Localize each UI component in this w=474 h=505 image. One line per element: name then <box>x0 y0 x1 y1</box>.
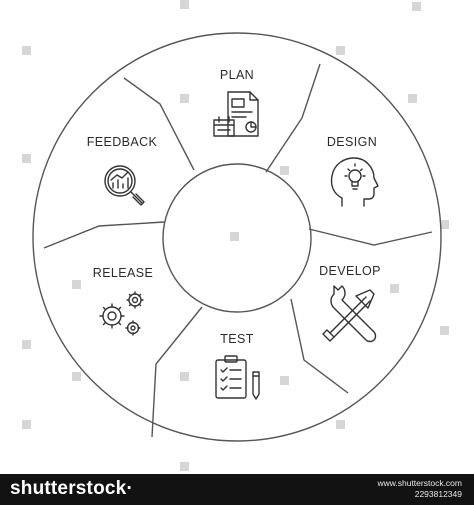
brand-dot: · <box>126 478 133 499</box>
segment-label-design: DESIGN <box>327 135 377 149</box>
watermark-pattern <box>22 0 449 471</box>
footer-meta: www.shutterstock.com 2293812349 <box>377 478 462 500</box>
segment-label-test: TEST <box>220 332 254 346</box>
clipboard-checklist-pencil-icon <box>215 355 260 400</box>
document-calendar-chart-icon <box>213 91 259 137</box>
footer-bar: shutterstock· www.shutterstock.com 22938… <box>0 474 474 505</box>
gears-icon <box>99 291 144 336</box>
magnifier-chart-icon <box>104 165 145 206</box>
sdlc-cycle-diagram: PLAN DESIGN DEVELOP TEST RELEASE FEEDBAC… <box>22 0 449 471</box>
outer-ring <box>32 32 442 442</box>
brand-logo: shutterstock· <box>10 478 133 500</box>
image-id: 2293812349 <box>414 489 462 499</box>
segment-label-plan: PLAN <box>220 68 254 82</box>
head-lightbulb-icon <box>330 157 379 207</box>
segment-dividers <box>43 63 433 438</box>
center-hub <box>162 163 312 313</box>
segment-label-feedback: FEEDBACK <box>87 135 158 149</box>
segment-label-release: RELEASE <box>93 266 153 280</box>
wrench-hammer-icon <box>322 285 377 343</box>
site-url: www.shutterstock.com <box>377 478 462 488</box>
brand-name: shutterstock <box>10 478 127 499</box>
segment-label-develop: DEVELOP <box>319 264 381 278</box>
